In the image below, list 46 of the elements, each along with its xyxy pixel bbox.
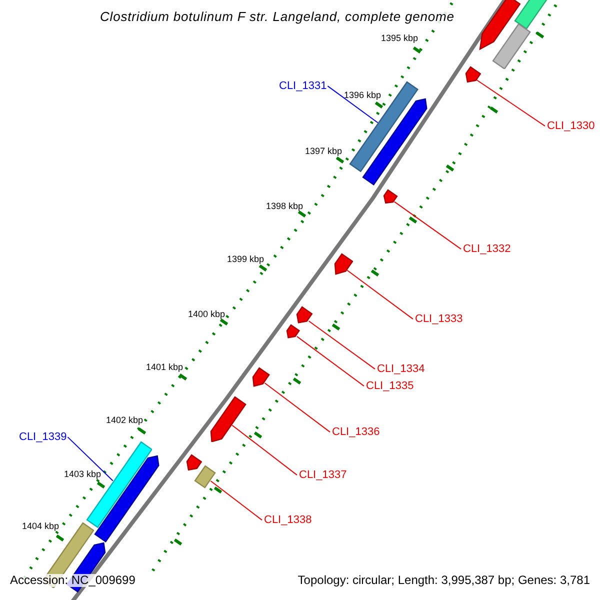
gene-feature [194,465,216,489]
diagram-title: Clostridium botulinum F str. Langeland, complete genome [100,10,454,24]
gene-feature [334,253,354,276]
gene-label: CLI_1338 [264,514,312,526]
leader-line [308,320,376,370]
gene-feature [210,396,247,442]
gene-feature [296,306,314,324]
gene-feature [362,98,428,186]
gene-label: CLI_1335 [366,380,414,392]
leader-line [264,382,330,433]
gene-feature [492,22,532,70]
scale-label: 1403 kbp [64,470,101,480]
gene-label: CLI_1333 [415,313,463,326]
gene-feature [478,0,521,51]
leader-line [476,80,546,127]
gene-feature [186,454,202,471]
scale-label: 1397 kbp [304,147,342,157]
gene-feature [382,188,398,204]
gene-feature [86,441,152,529]
scale-label: 1402 kbp [106,416,143,426]
accession-text: Accession: NC_009699 [10,574,136,588]
gene-label: CLI_1331 [279,80,327,92]
genome-info-text: Topology: circular; Length: 3,995,387 bp; Genes: 3,781 [298,574,590,588]
gene-feature [286,324,301,339]
leader-line [296,336,364,387]
leader-line [232,424,298,476]
leader-line [346,270,414,320]
scale-label: 1404 kbp [22,522,59,532]
gene-label: CLI_1330 [547,120,595,132]
scale-label: 1401 kbp [146,363,183,373]
gene-label: CLI_1339 [19,431,67,444]
gene-label: CLI_1332 [463,243,511,256]
leader-line [394,201,462,250]
scale-label: 1398 kbp [266,202,303,212]
gene-label: CLI_1334 [377,363,425,376]
scale-label: 1395 kbp [380,34,418,44]
gene-label: CLI_1336 [332,426,380,438]
scale-label: 1399 kbp [226,255,264,265]
scale-label: 1400 kbp [188,310,225,320]
leader-line [210,480,262,521]
gene-label: CLI_1337 [299,469,347,482]
leader-line [67,436,114,482]
leader-line [327,86,378,124]
gene-feature [464,66,481,83]
gene-feature [252,367,270,388]
scale-label: 1396 kbp [344,91,381,101]
